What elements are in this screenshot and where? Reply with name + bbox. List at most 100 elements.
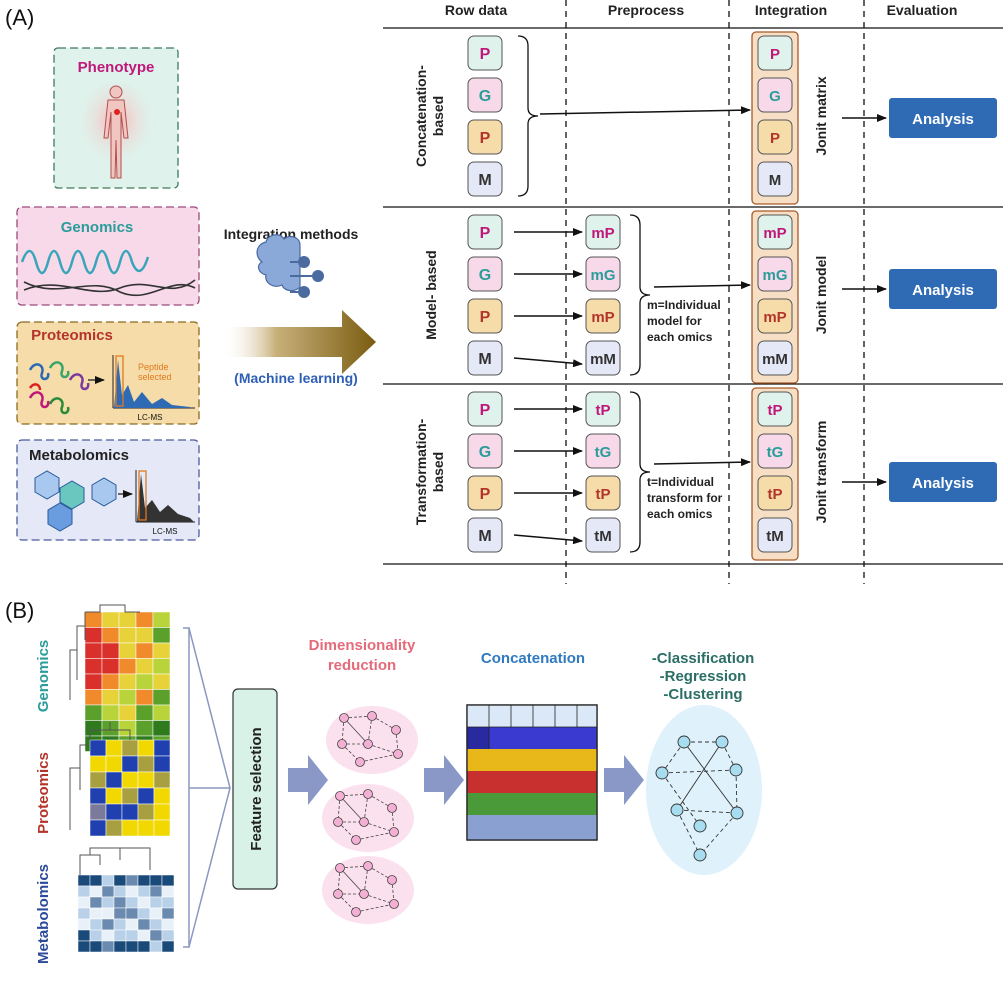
- integ-box: [757, 161, 793, 197]
- heat-cell: [125, 929, 139, 942]
- lcms-label-1: LC-MS: [138, 413, 163, 422]
- heat-cell: [137, 755, 155, 773]
- analysis-label: Analysis: [912, 111, 974, 128]
- heat-cell: [113, 907, 127, 920]
- heat-cell: [137, 819, 155, 837]
- integ-box: [757, 119, 793, 155]
- heat-cell: [101, 642, 120, 659]
- heat-cell: [89, 803, 107, 821]
- heat-cell: [125, 907, 139, 920]
- integ-box-label: tG: [767, 444, 784, 461]
- pre-box-label: mG: [590, 267, 615, 284]
- heat-cell: [84, 689, 103, 706]
- integ-box: [757, 35, 793, 71]
- concatenated-matrix: [466, 704, 598, 841]
- raw-box: [467, 77, 503, 113]
- raw-box: [467, 214, 503, 250]
- heat-cell: [125, 885, 139, 898]
- integ-box-label: mP: [763, 225, 786, 242]
- raw-box-label: M: [478, 528, 491, 545]
- flow-arrow: [513, 534, 583, 545]
- integ-box: [757, 77, 793, 113]
- heat-cell: [135, 642, 154, 659]
- raw-box: [467, 298, 503, 334]
- raw-box-label: M: [478, 172, 491, 189]
- heat-cell: [101, 885, 115, 898]
- heat-cell: [125, 874, 139, 887]
- flow-arrows: [288, 755, 644, 805]
- pre-box-label: tG: [595, 444, 612, 461]
- raw-box-label: G: [479, 444, 491, 461]
- heat-cell: [161, 885, 175, 898]
- heat-cell: [89, 771, 107, 789]
- heat-cell: [113, 929, 127, 942]
- heat-cell: [84, 673, 103, 690]
- heat-cell: [84, 704, 103, 721]
- row-label: Concatenation-based: [413, 65, 446, 167]
- raw-box-label: P: [480, 130, 491, 147]
- heat-cell: [77, 918, 91, 931]
- raw-box-label: P: [480, 309, 491, 326]
- heat-cell: [137, 803, 155, 821]
- heat-cell: [149, 896, 163, 909]
- heat-cell: [113, 940, 127, 953]
- heat-cell: [101, 940, 115, 953]
- heat-cell: [118, 689, 137, 706]
- raw-box-label: P: [480, 402, 491, 419]
- brace: [517, 35, 539, 197]
- heat-cell: [152, 689, 171, 706]
- heat-cell: [121, 771, 139, 789]
- heat-cell: [84, 627, 103, 644]
- integ-box-label: tP: [768, 486, 783, 503]
- integ-box: [757, 214, 793, 250]
- flow-arrow: [513, 357, 583, 368]
- brace: [629, 214, 651, 376]
- heat-cell: [101, 658, 120, 675]
- heat-cell: [161, 874, 175, 887]
- task-clustering: -Clustering: [663, 686, 742, 703]
- pre-box-label: tP: [596, 486, 611, 503]
- raw-box-label: P: [480, 46, 491, 63]
- heat-cell: [135, 611, 154, 628]
- row-label: Model- based: [423, 250, 439, 339]
- raw-box: [467, 517, 503, 553]
- pre-box-label: mP: [591, 225, 614, 242]
- heat-cell: [89, 918, 103, 931]
- heat-cell: [121, 803, 139, 821]
- heat-cell: [161, 929, 175, 942]
- raw-box-label: P: [480, 225, 491, 242]
- method-row-3: Transformation-basedPGPMtPtGtPtMt=Indivi…: [413, 387, 997, 561]
- cluster-network: [646, 705, 762, 875]
- heat-cell: [89, 940, 103, 953]
- lcms-label-2: LC-MS: [153, 527, 178, 536]
- heat-cell: [125, 940, 139, 953]
- heat-cell: [161, 918, 175, 931]
- panel-b-label: (B): [5, 598, 34, 623]
- heat-cell: [101, 929, 115, 942]
- brain-gears-icon: [256, 234, 324, 298]
- heat-cell: [135, 627, 154, 644]
- lcms-spectrum-icon: [112, 355, 195, 409]
- heat-cell: [149, 907, 163, 920]
- heat-cell: [101, 673, 120, 690]
- integ-box-label: G: [769, 88, 781, 105]
- integ-box-label: mP: [763, 309, 786, 326]
- integ-box-label: mG: [762, 267, 787, 284]
- metabolomics-box: Metabolomics LC-MS: [16, 439, 200, 541]
- heat-cell: [89, 929, 103, 942]
- merge-bracket: [183, 627, 230, 948]
- heat-cell: [118, 673, 137, 690]
- integration-column: [751, 387, 799, 561]
- heat-cell: [121, 819, 139, 837]
- heat-cell: [101, 918, 115, 931]
- integration-column: [751, 210, 799, 384]
- raw-box: [467, 119, 503, 155]
- raw-box: [467, 161, 503, 197]
- integ-box: [757, 340, 793, 376]
- heat-cell: [137, 874, 151, 887]
